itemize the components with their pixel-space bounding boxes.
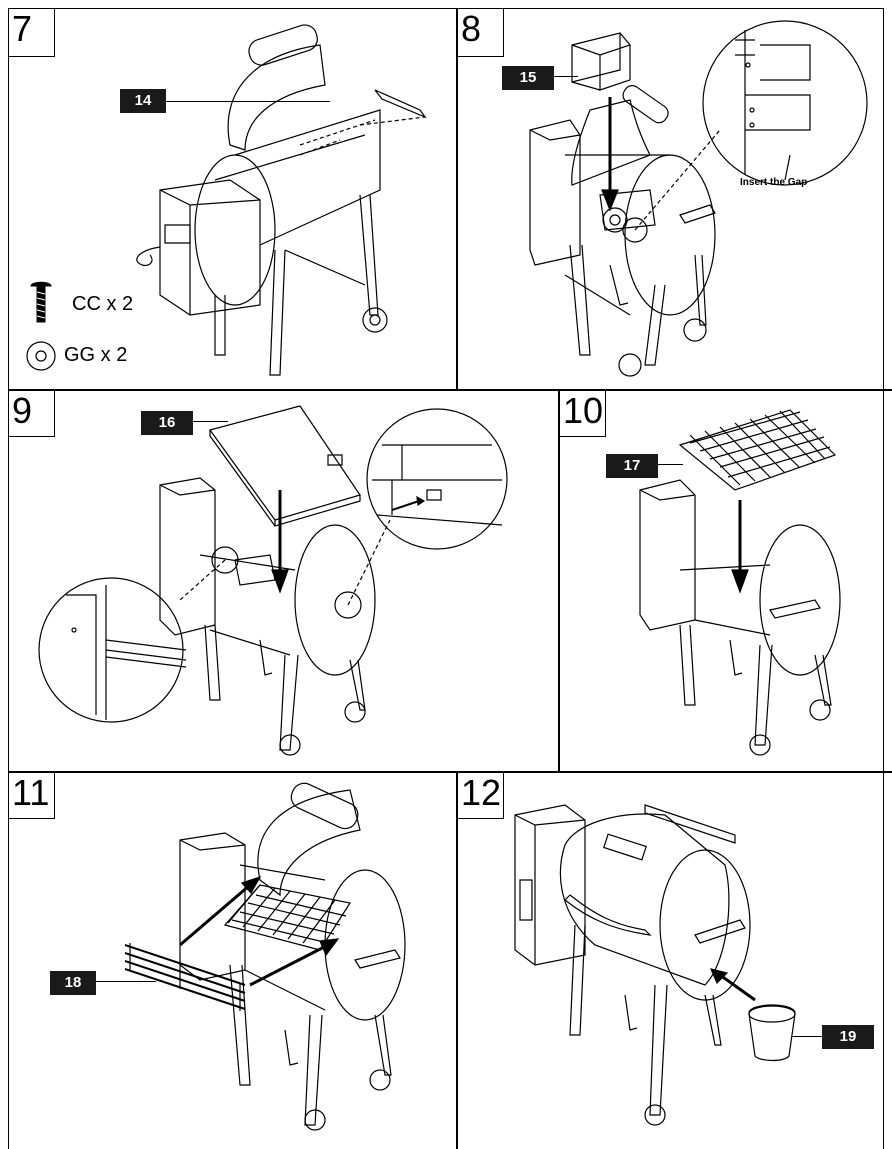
part-tag-18-leader	[96, 981, 156, 982]
part-tag-15-leader	[554, 76, 578, 77]
step-number-7: 7	[9, 9, 55, 57]
row-divider-2	[8, 771, 892, 773]
screw-icon	[30, 280, 52, 324]
col-divider-row3	[456, 771, 458, 1149]
step-number-11: 11	[9, 773, 55, 819]
step-10-grill-illustration	[620, 405, 870, 755]
hardware-label-gg: GG x 2	[64, 344, 128, 366]
part-tag-17-leader	[658, 464, 683, 465]
step-8-callout-magnifier	[690, 15, 885, 200]
step-number-12: 12	[458, 773, 504, 819]
step-number-10: 10	[560, 391, 606, 437]
col-divider-row2	[558, 389, 560, 772]
step-11-warming-rack	[120, 935, 250, 1015]
step-9-callout-left-magnifier	[36, 575, 196, 725]
part-tag-17: 17	[606, 454, 658, 478]
part-tag-19-leader	[792, 1036, 822, 1037]
part-tag-16-leader	[193, 421, 228, 422]
step-number-9: 9	[9, 391, 55, 437]
step-number-8: 8	[458, 9, 504, 57]
part-tag-15: 15	[502, 66, 554, 90]
part-tag-16: 16	[141, 411, 193, 435]
part-tag-14-leader	[165, 101, 330, 102]
step-8-grill-illustration	[510, 25, 890, 385]
step-12-grill-illustration	[505, 785, 805, 1145]
step-11-grill-illustration	[110, 785, 430, 1145]
step-9-callout-right-magnifier	[362, 405, 512, 553]
washer-icon	[25, 340, 57, 372]
part-tag-19: 19	[822, 1025, 874, 1049]
hardware-label-cc: CC x 2	[72, 293, 134, 315]
step-9-grill-illustration	[150, 400, 530, 760]
callout-insert-the-gap: Insert the Gap	[740, 177, 808, 188]
col-divider-row1	[456, 8, 458, 390]
part-tag-18: 18	[50, 971, 96, 995]
step-12-grease-bucket	[745, 1000, 800, 1062]
part-tag-14: 14	[120, 89, 166, 113]
step-7-grill-illustration	[120, 25, 450, 385]
row-divider-1	[8, 389, 892, 391]
page-border	[8, 8, 884, 1149]
